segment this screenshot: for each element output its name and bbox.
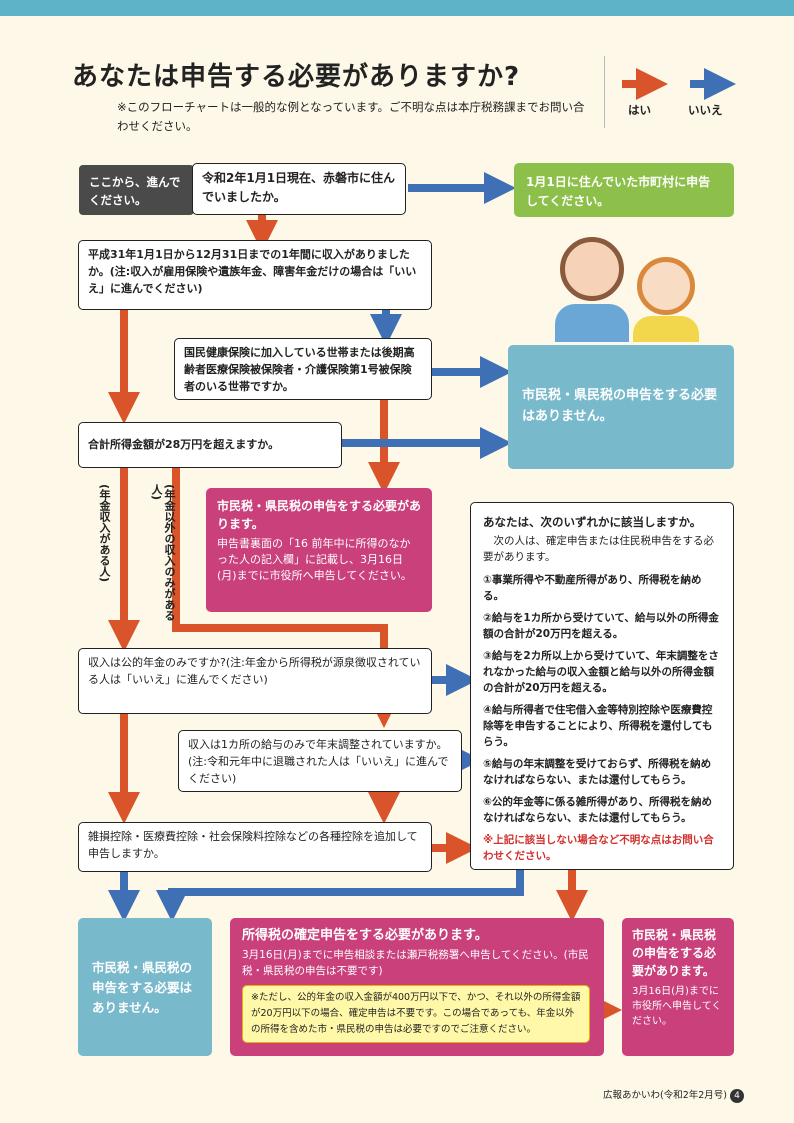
income-tax-exception-note: ※ただし、公的年金の収入金額が400万円以下で、かつ、それ以外の所得金額が20万… <box>242 985 590 1043</box>
legend-no-label: いいえ <box>688 103 723 117</box>
question-income-over-28man: 合計所得金額が28万円を超えますか。 <box>78 422 342 468</box>
condition-item: ①事業所得や不動産所得があり、所得税を納める。 <box>483 574 702 602</box>
question-single-salary: 収入は1カ所の給与のみで年末調整されていますか。(注:令和元年中に退職された人は… <box>178 730 462 792</box>
end-income-tax-return-required: 所得税の確定申告をする必要があります。 3月16日(月)までに申告相談または瀬戸… <box>230 918 604 1056</box>
page-title: あなたは申告する必要がありますか? <box>72 62 521 92</box>
publication-name: 広報あかいわ(令和2年2月号) <box>602 1090 727 1101</box>
header-note: ※このフローチャートは一般的な例となっています。ご不明な点は本庁税務課までお問い… <box>117 100 585 133</box>
label-non-pension-income: (年金以外の収入のみがある人) <box>150 484 176 622</box>
result-local-tax-filing-required: 市民税・県民税の申告をする必要があります。 申告書裏面の「16 前年中に所得のな… <box>206 488 432 612</box>
local-filing-title: 市民税・県民税の申告をする必要があります。 <box>217 499 422 531</box>
condition-item: ②給与を1カ所から受けていて、給与以外の所得金額の合計が20万円を超える。 <box>483 612 719 640</box>
question-residence: 令和2年1月1日現在、赤磐市に住んでいましたか。 <box>192 163 406 215</box>
condition-item: ③給与を2カ所以上から受けていて、年末調整をされなかった給与の収入金額と給与以外… <box>483 650 719 694</box>
footer: 広報あかいわ(令和2年2月号)4 <box>603 1087 744 1103</box>
result-no-local-tax-filing: 市民税・県民税の申告をする必要はありません。 <box>508 345 734 469</box>
conditions-note: ※上記に該当しない場合など不明な点はお問い合わせください。 <box>483 834 714 862</box>
result-previous-municipality: 1月1日に住んでいた市町村に申告してください。 <box>514 163 734 217</box>
local-filing-body: 申告書裏面の「16 前年中に所得のなかった人の記入欄」に記載し、3月16日(月)… <box>217 537 412 582</box>
question-health-insurance: 国民健康保険に加入している世帯または後期高齢者医療保険被保険者・介護保険第1号被… <box>174 338 432 400</box>
conditions-box: あなたは、次のいずれかに該当しますか。 次の人は、確定申告または住民税申告をする… <box>470 502 734 870</box>
page-number: 4 <box>730 1089 744 1103</box>
end-local-body: 3月16日(月)までに市役所へ申告してください。 <box>632 986 722 1027</box>
top-color-bar <box>0 0 794 16</box>
question-pension-only: 収入は公的年金のみですか?(注:年金から所得税が源泉徴収されている人は「いいえ」… <box>78 648 432 714</box>
conditions-title: あなたは、次のいずれかに該当しますか。 <box>483 515 702 529</box>
label-pension-income: (年金収入がある人) <box>98 484 111 583</box>
end-local-tax-filing-required: 市民税・県民税の申告をする必要があります。 3月16日(月)までに市役所へ申告し… <box>622 918 734 1056</box>
start-label: ここから、進んでください。 <box>79 165 194 215</box>
conditions-intro: 次の人は、確定申告または住民税申告をする必要があります。 <box>483 535 714 563</box>
condition-item: ⑤給与の年末調整を受けておらず、所得税を納めなければならない、または還付してもら… <box>483 758 712 786</box>
income-tax-body: 3月16日(月)までに申告相談または瀬戸税務署へ申告してください。(市民税・県民… <box>242 949 589 977</box>
question-income: 平成31年1月1日から12月31日までの1年間に収入がありましたか。(注:収入が… <box>78 240 432 310</box>
legend-yes-label: はい <box>628 103 651 117</box>
question-additional-deductions: 雑損控除・医療費控除・社会保険料控除などの各種控除を追加して申告しますか。 <box>78 822 432 872</box>
people-illustration <box>555 232 705 342</box>
condition-item: ④給与所得者で住宅借入金等特別控除や医療費控除等を申告することにより、所得税を還… <box>483 704 713 748</box>
end-no-local-tax-filing: 市民税・県民税の申告をする必要はありません。 <box>78 918 212 1056</box>
income-tax-title: 所得税の確定申告をする必要があります。 <box>242 928 488 943</box>
end-local-title: 市民税・県民税の申告をする必要があります。 <box>632 928 717 978</box>
condition-item: ⑥公的年金等に係る雑所得があり、所得税を納めなければならない、または還付してもら… <box>483 796 712 824</box>
header-divider <box>604 56 605 128</box>
